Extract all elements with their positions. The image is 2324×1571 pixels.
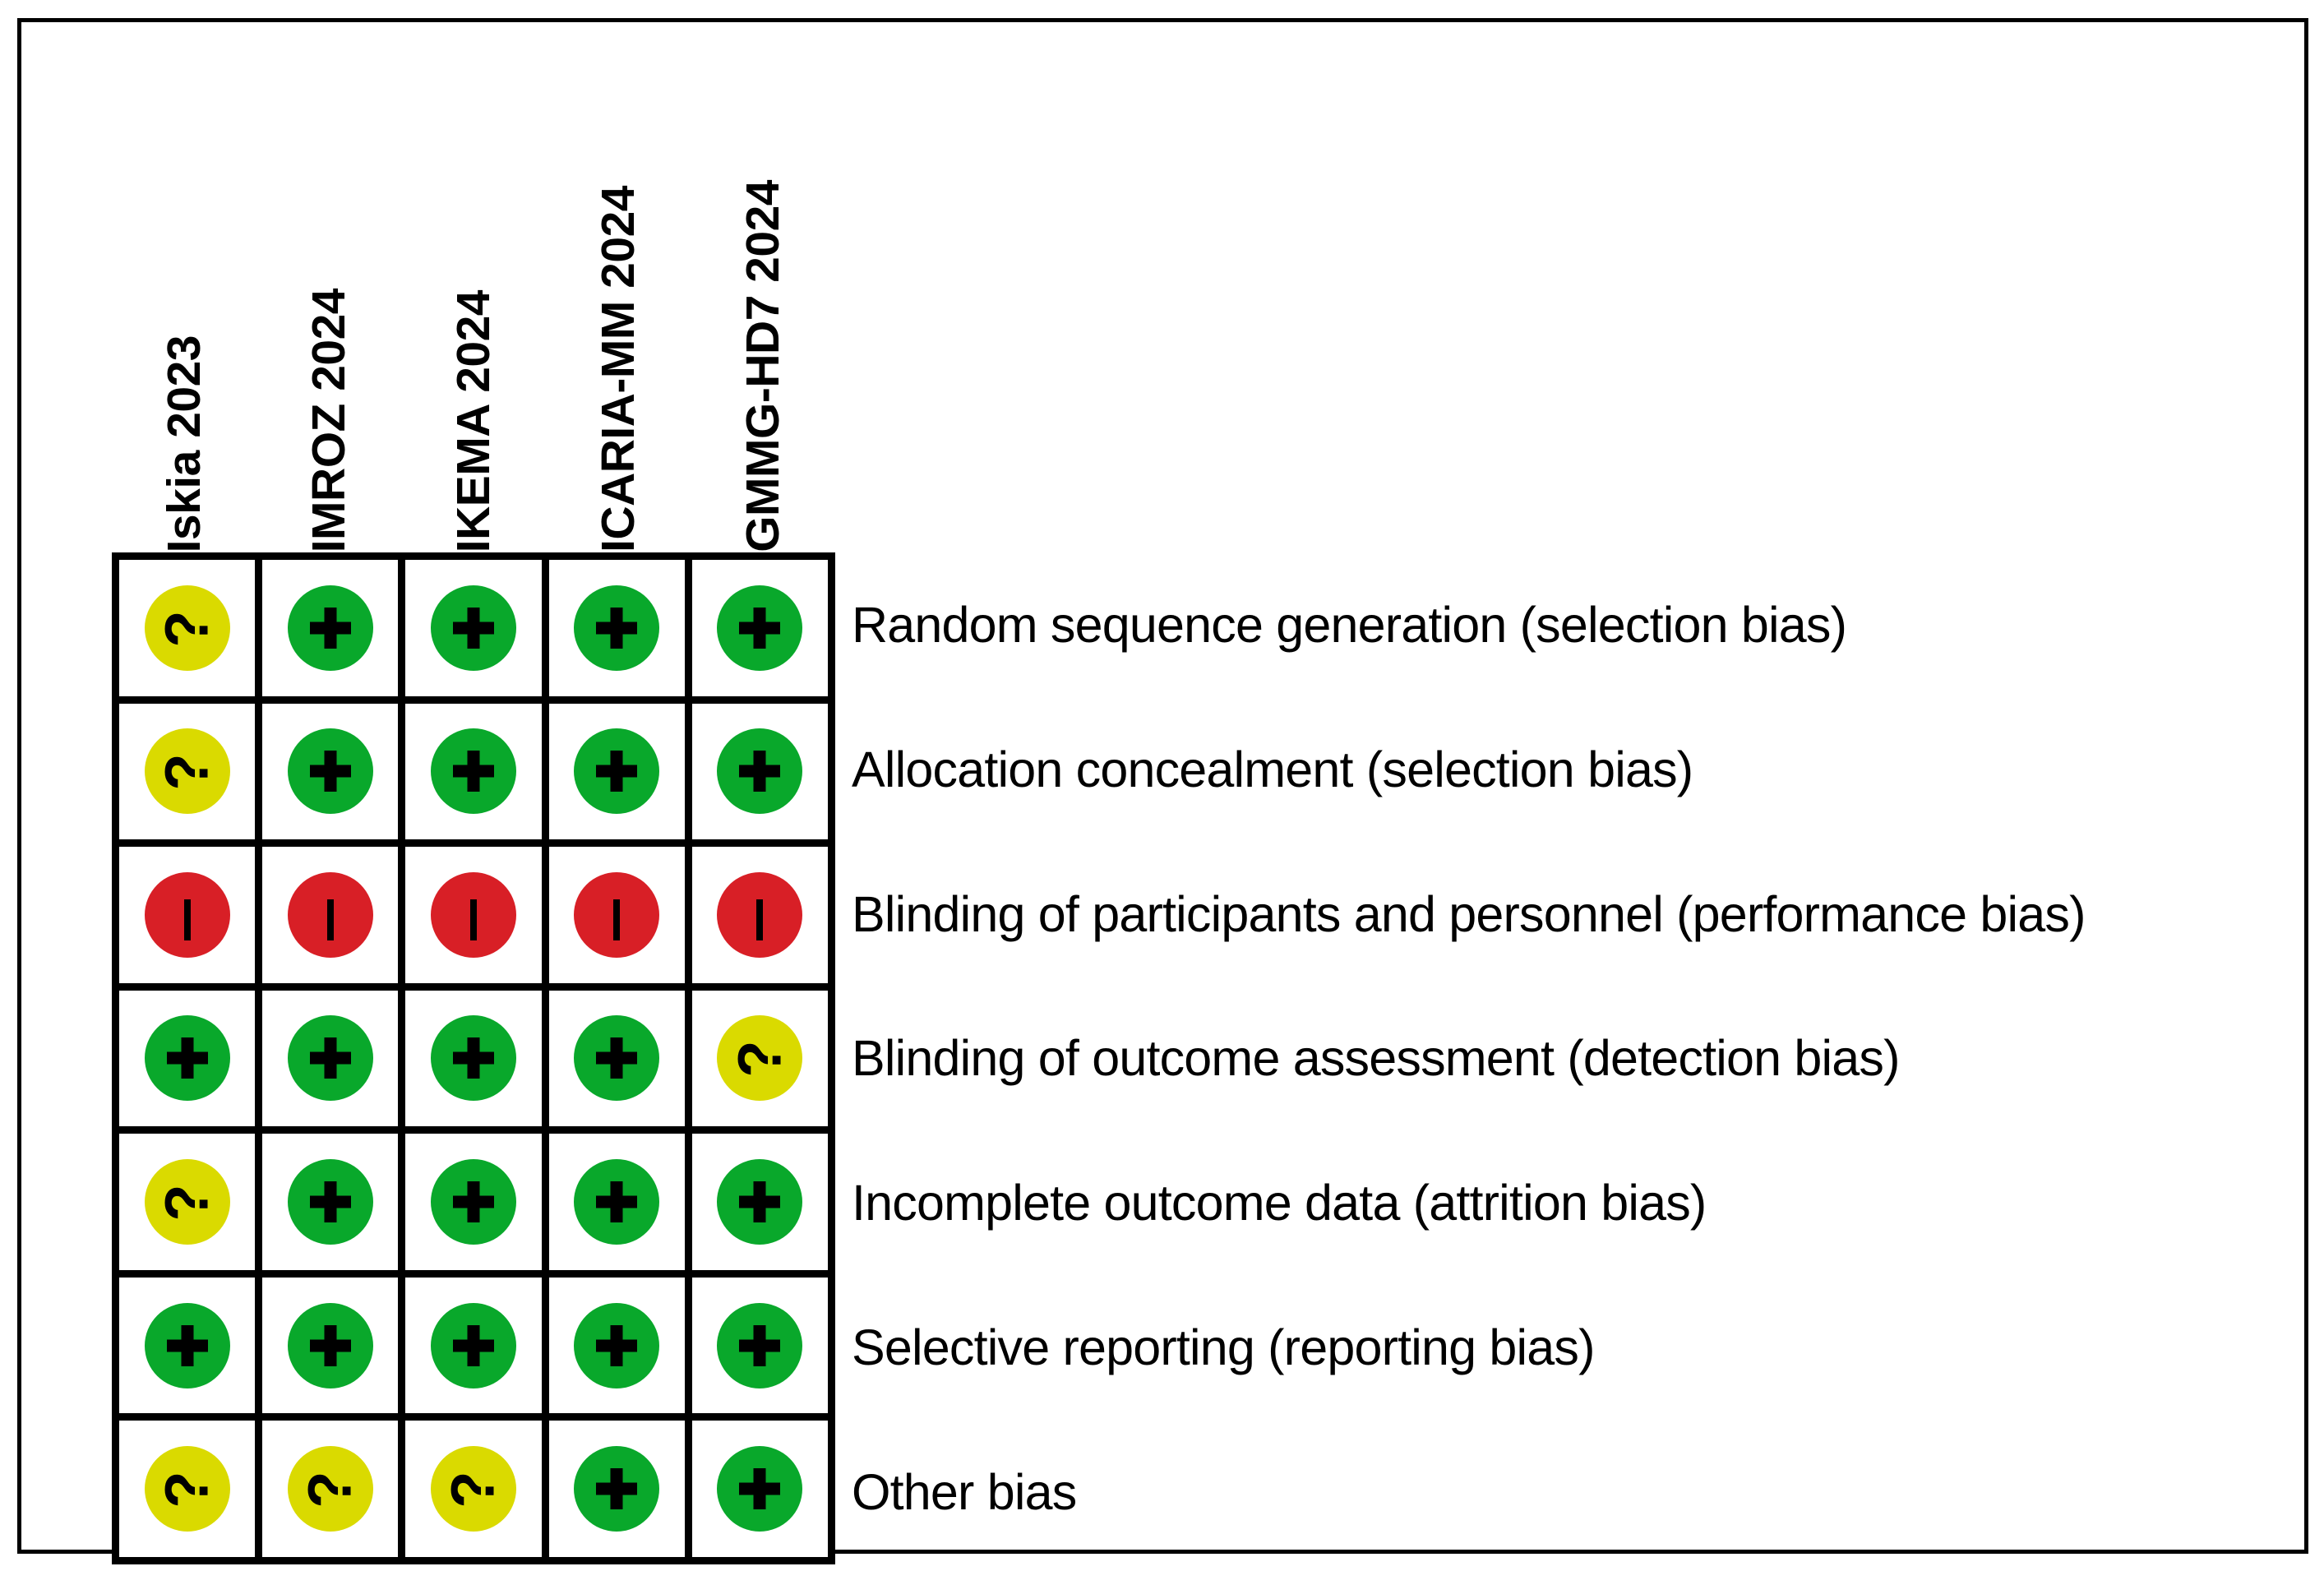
- risk-token-unclear: ?: [144, 1446, 230, 1532]
- row-label-column: Random sequence generation (selection bi…: [852, 552, 2307, 1564]
- risk-token-low: [287, 1015, 373, 1102]
- judgement-cell[interactable]: [405, 1134, 542, 1270]
- column-header-label: ICARIA-MM 2024: [592, 186, 645, 552]
- judgement-cell[interactable]: [548, 1277, 685, 1414]
- judgement-cell[interactable]: ?: [119, 560, 256, 696]
- judgement-cell[interactable]: [691, 1421, 828, 1557]
- judgement-cell[interactable]: [548, 703, 685, 840]
- judgement-cell[interactable]: [691, 1134, 828, 1270]
- risk-token-low: [574, 1015, 660, 1102]
- column-header-2: IMROZ 2024: [256, 59, 401, 552]
- question-mark-icon: ?: [438, 1471, 507, 1509]
- judgement-cell[interactable]: [262, 847, 399, 983]
- risk-token-unclear: ?: [430, 1446, 516, 1532]
- risk-token-low: [717, 1446, 803, 1532]
- risk-token-low: [574, 728, 660, 815]
- risk-token-high: [287, 871, 373, 958]
- judgement-cell[interactable]: ?: [119, 1421, 256, 1557]
- judgement-cell[interactable]: [405, 847, 542, 983]
- risk-token-low: [430, 1302, 516, 1388]
- risk-token-unclear: ?: [287, 1446, 373, 1532]
- risk-token-low: [430, 585, 516, 671]
- judgement-cell[interactable]: ?: [119, 703, 256, 840]
- row-label-4: Blinding of outcome assessment (detectio…: [852, 1030, 1900, 1087]
- risk-token-low: [574, 585, 660, 671]
- risk-token-unclear: ?: [144, 728, 230, 815]
- question-mark-icon: ?: [295, 1471, 364, 1509]
- risk-token-low: [144, 1015, 230, 1102]
- question-mark-icon: ?: [725, 1040, 794, 1079]
- judgement-cell[interactable]: ?: [691, 990, 828, 1127]
- column-header-5: GMMG-HD7 2024: [691, 59, 835, 552]
- risk-of-bias-grid: ???????: [112, 552, 835, 1564]
- risk-token-low: [574, 1446, 660, 1532]
- judgement-cell[interactable]: [262, 1277, 399, 1414]
- judgement-cell[interactable]: [119, 847, 256, 983]
- column-header-3: IKEMA 2024: [401, 59, 546, 552]
- column-header-label: IMROZ 2024: [303, 288, 355, 552]
- row-label-6: Selective reporting (reporting bias): [852, 1319, 1595, 1376]
- row-label-2: Allocation concealment (selection bias): [852, 741, 1693, 797]
- column-header-4: ICARIA-MM 2024: [546, 59, 691, 552]
- judgement-cell[interactable]: [548, 990, 685, 1127]
- judgement-cell[interactable]: [548, 1134, 685, 1270]
- judgement-cell[interactable]: [405, 1277, 542, 1414]
- row-label-5: Incomplete outcome data (attrition bias): [852, 1175, 1707, 1231]
- question-mark-icon: ?: [152, 753, 221, 791]
- risk-token-low: [574, 1159, 660, 1245]
- judgement-cell[interactable]: [405, 703, 542, 840]
- judgement-cell[interactable]: ?: [262, 1421, 399, 1557]
- judgement-cell[interactable]: [405, 560, 542, 696]
- question-mark-icon: ?: [152, 1471, 221, 1509]
- judgement-cell[interactable]: [119, 990, 256, 1127]
- column-header-label: IKEMA 2024: [447, 289, 500, 552]
- risk-token-high: [144, 871, 230, 958]
- judgement-cell[interactable]: [691, 703, 828, 840]
- column-header-row: Iskia 2023 IMROZ 2024 IKEMA 2024 ICARIA-MM …: [112, 55, 835, 552]
- column-header-1: Iskia 2023: [112, 59, 256, 552]
- risk-token-low: [717, 585, 803, 671]
- risk-token-low: [717, 1302, 803, 1388]
- risk-token-unclear: ?: [144, 585, 230, 671]
- risk-token-low: [287, 1159, 373, 1245]
- row-label-7: Other bias: [852, 1464, 1077, 1521]
- risk-token-unclear: ?: [144, 1159, 230, 1245]
- risk-token-low: [717, 1159, 803, 1245]
- risk-token-unclear: ?: [717, 1015, 803, 1102]
- risk-token-low: [430, 1159, 516, 1245]
- risk-token-low: [430, 728, 516, 815]
- judgement-cell[interactable]: [691, 847, 828, 983]
- judgement-cell[interactable]: [262, 703, 399, 840]
- column-header-label: GMMG-HD7 2024: [737, 180, 789, 552]
- judgement-cell[interactable]: [262, 560, 399, 696]
- risk-token-low: [287, 585, 373, 671]
- question-mark-icon: ?: [152, 610, 221, 648]
- column-header-label: Iskia 2023: [158, 335, 210, 552]
- row-label-3: Blinding of participants and personnel (…: [852, 885, 2086, 942]
- risk-token-low: [287, 728, 373, 815]
- judgement-cell[interactable]: [262, 990, 399, 1127]
- risk-token-high: [430, 871, 516, 958]
- risk-token-low: [430, 1015, 516, 1102]
- judgement-cell[interactable]: [691, 1277, 828, 1414]
- judgement-cell[interactable]: [405, 990, 542, 1127]
- judgement-cell[interactable]: [262, 1134, 399, 1270]
- judgement-cell[interactable]: ?: [119, 1134, 256, 1270]
- risk-token-low: [287, 1302, 373, 1388]
- figure-outer-frame: Iskia 2023 IMROZ 2024 IKEMA 2024 ICARIA-MM …: [17, 18, 2308, 1564]
- risk-token-low: [574, 1302, 660, 1388]
- judgement-cell[interactable]: ?: [405, 1421, 542, 1557]
- question-mark-icon: ?: [152, 1184, 221, 1222]
- risk-token-high: [574, 871, 660, 958]
- risk-token-low: [717, 728, 803, 815]
- judgement-cell[interactable]: [548, 1421, 685, 1557]
- judgement-cell[interactable]: [119, 1277, 256, 1414]
- judgement-cell[interactable]: [691, 560, 828, 696]
- judgement-cell[interactable]: [548, 847, 685, 983]
- row-label-1: Random sequence generation (selection bi…: [852, 596, 1847, 653]
- risk-token-high: [717, 871, 803, 958]
- judgement-cell[interactable]: [548, 560, 685, 696]
- risk-token-low: [144, 1302, 230, 1388]
